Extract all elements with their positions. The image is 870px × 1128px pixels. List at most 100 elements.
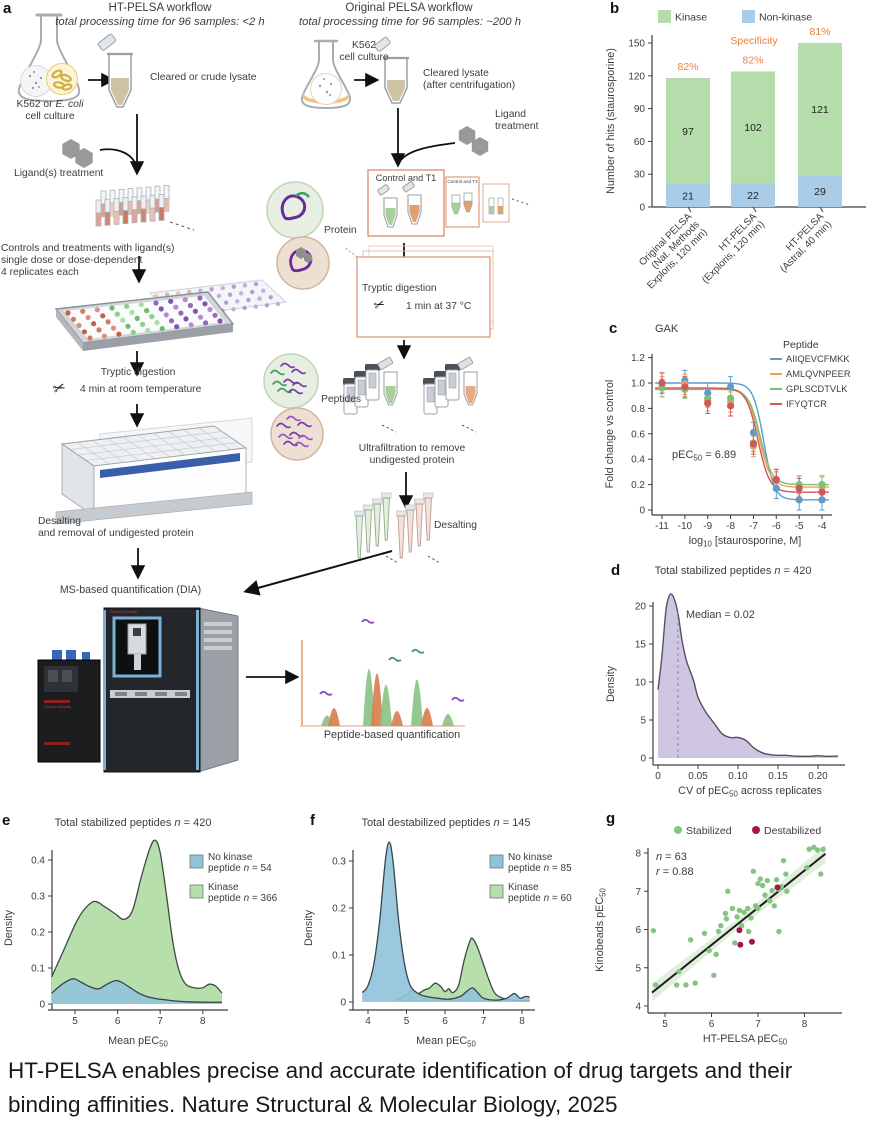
svg-text:IFYQTCR: IFYQTCR: [786, 399, 827, 409]
svg-text:Total destabilized peptides n: Total destabilized peptides n = 145: [361, 817, 530, 829]
data-point: [795, 484, 803, 493]
svg-text:peptide n = 60: peptide n = 60: [508, 893, 572, 904]
data-point: [759, 882, 766, 889]
data-point: [739, 922, 745, 929]
peptides-label: Peptides: [321, 394, 362, 405]
data-point: [711, 972, 717, 979]
legend-swatch: [489, 884, 504, 899]
svg-text:0.15: 0.15: [768, 771, 788, 782]
ht-workflow-title: HT-PELSA workflow: [108, 2, 212, 14]
svg-text:Total stabilized peptides n =: Total stabilized peptides n = 420: [55, 817, 212, 829]
bar-segment: [798, 43, 842, 176]
flask-icon: [17, 13, 81, 102]
data-point: [704, 389, 712, 397]
data-point: [704, 394, 712, 402]
bar-segment: [666, 77, 710, 185]
data-point: [736, 927, 743, 934]
svg-text:Median = 0.02: Median = 0.02: [686, 609, 755, 621]
svg-text:peptide n = 54: peptide n = 54: [208, 863, 272, 874]
protein-icon: [266, 181, 330, 290]
bar-segment: [798, 175, 842, 207]
svg-text:0.4: 0.4: [631, 455, 645, 466]
panel-b-letter: b: [610, 0, 620, 17]
svg-text:0.1: 0.1: [332, 951, 346, 962]
svg-text:82%: 82%: [677, 61, 698, 73]
data-point: [748, 915, 754, 921]
data-point: [795, 496, 803, 504]
svg-text:HT-PELSA pEC50: HT-PELSA pEC50: [703, 1033, 788, 1047]
svg-text:15: 15: [635, 640, 647, 651]
well-plate-icon: [54, 279, 288, 351]
svg-text:121: 121: [811, 104, 829, 116]
svg-text:n = 63: n = 63: [656, 851, 687, 863]
svg-text:Non-kinase: Non-kinase: [759, 12, 812, 24]
controls-label: Controls and treatments with ligand(s)si…: [1, 243, 175, 279]
svg-text:peptide n = 366: peptide n = 366: [208, 893, 278, 904]
data-point: [718, 922, 724, 929]
data-point: [729, 905, 736, 912]
svg-text:6: 6: [442, 1016, 448, 1027]
legend-swatch: [658, 10, 671, 23]
data-point: [658, 384, 666, 392]
data-point: [706, 947, 712, 954]
panel-c-letter: c: [609, 320, 618, 337]
legend-swatch: [674, 826, 682, 834]
data-point: [681, 383, 689, 391]
svg-text:97: 97: [682, 126, 694, 138]
svg-text:5: 5: [662, 1019, 668, 1030]
svg-text:Kinase: Kinase: [208, 882, 239, 893]
data-point: [772, 475, 780, 484]
data-point: [783, 871, 789, 877]
data-point: [701, 930, 708, 937]
svg-text:GAK: GAK: [655, 323, 679, 335]
svg-text:0: 0: [340, 998, 346, 1009]
chart-e-svg: Total stabilized peptides n = 42000.10.2…: [3, 817, 278, 1049]
data-point: [806, 846, 812, 852]
regression-line: [651, 852, 827, 994]
svg-text:0: 0: [639, 506, 645, 517]
density-area: [51, 840, 222, 1004]
data-point: [818, 496, 826, 504]
svg-text:150: 150: [628, 39, 645, 50]
arrow: [243, 550, 393, 596]
workflow-diagram: [17, 13, 531, 773]
data-point: [769, 887, 775, 894]
desalting-plate-icon: [55, 417, 253, 525]
legend-swatch: [752, 826, 760, 834]
svg-text:7: 7: [481, 1016, 487, 1027]
svg-text:6: 6: [635, 925, 641, 936]
ligand-icon: [62, 139, 93, 168]
bar-segment: [731, 182, 775, 207]
legend-swatch: [489, 854, 504, 869]
svg-text:-6: -6: [772, 521, 781, 532]
peptide-quant-label: Peptide-based quantification: [323, 729, 461, 741]
data-point: [726, 383, 735, 391]
svg-text:6: 6: [709, 1019, 715, 1030]
svg-text:0.8: 0.8: [631, 404, 645, 415]
density-area: [362, 842, 530, 1002]
svg-text:21: 21: [682, 190, 694, 202]
svg-text:22: 22: [747, 190, 759, 202]
data-point: [723, 916, 730, 922]
svg-text:No kinase: No kinase: [208, 852, 253, 863]
panel-f-letter: f: [310, 812, 315, 829]
data-point: [804, 864, 810, 871]
data-point: [818, 481, 826, 489]
data-point: [650, 927, 657, 934]
svg-text:Density: Density: [303, 909, 315, 946]
cleared-crude-label: Cleared or crude lysate: [150, 72, 257, 83]
control-t1-box: [367, 169, 531, 237]
control-t1-label: Control and T1: [375, 173, 437, 183]
data-point: [713, 951, 719, 958]
data-point: [748, 938, 755, 945]
